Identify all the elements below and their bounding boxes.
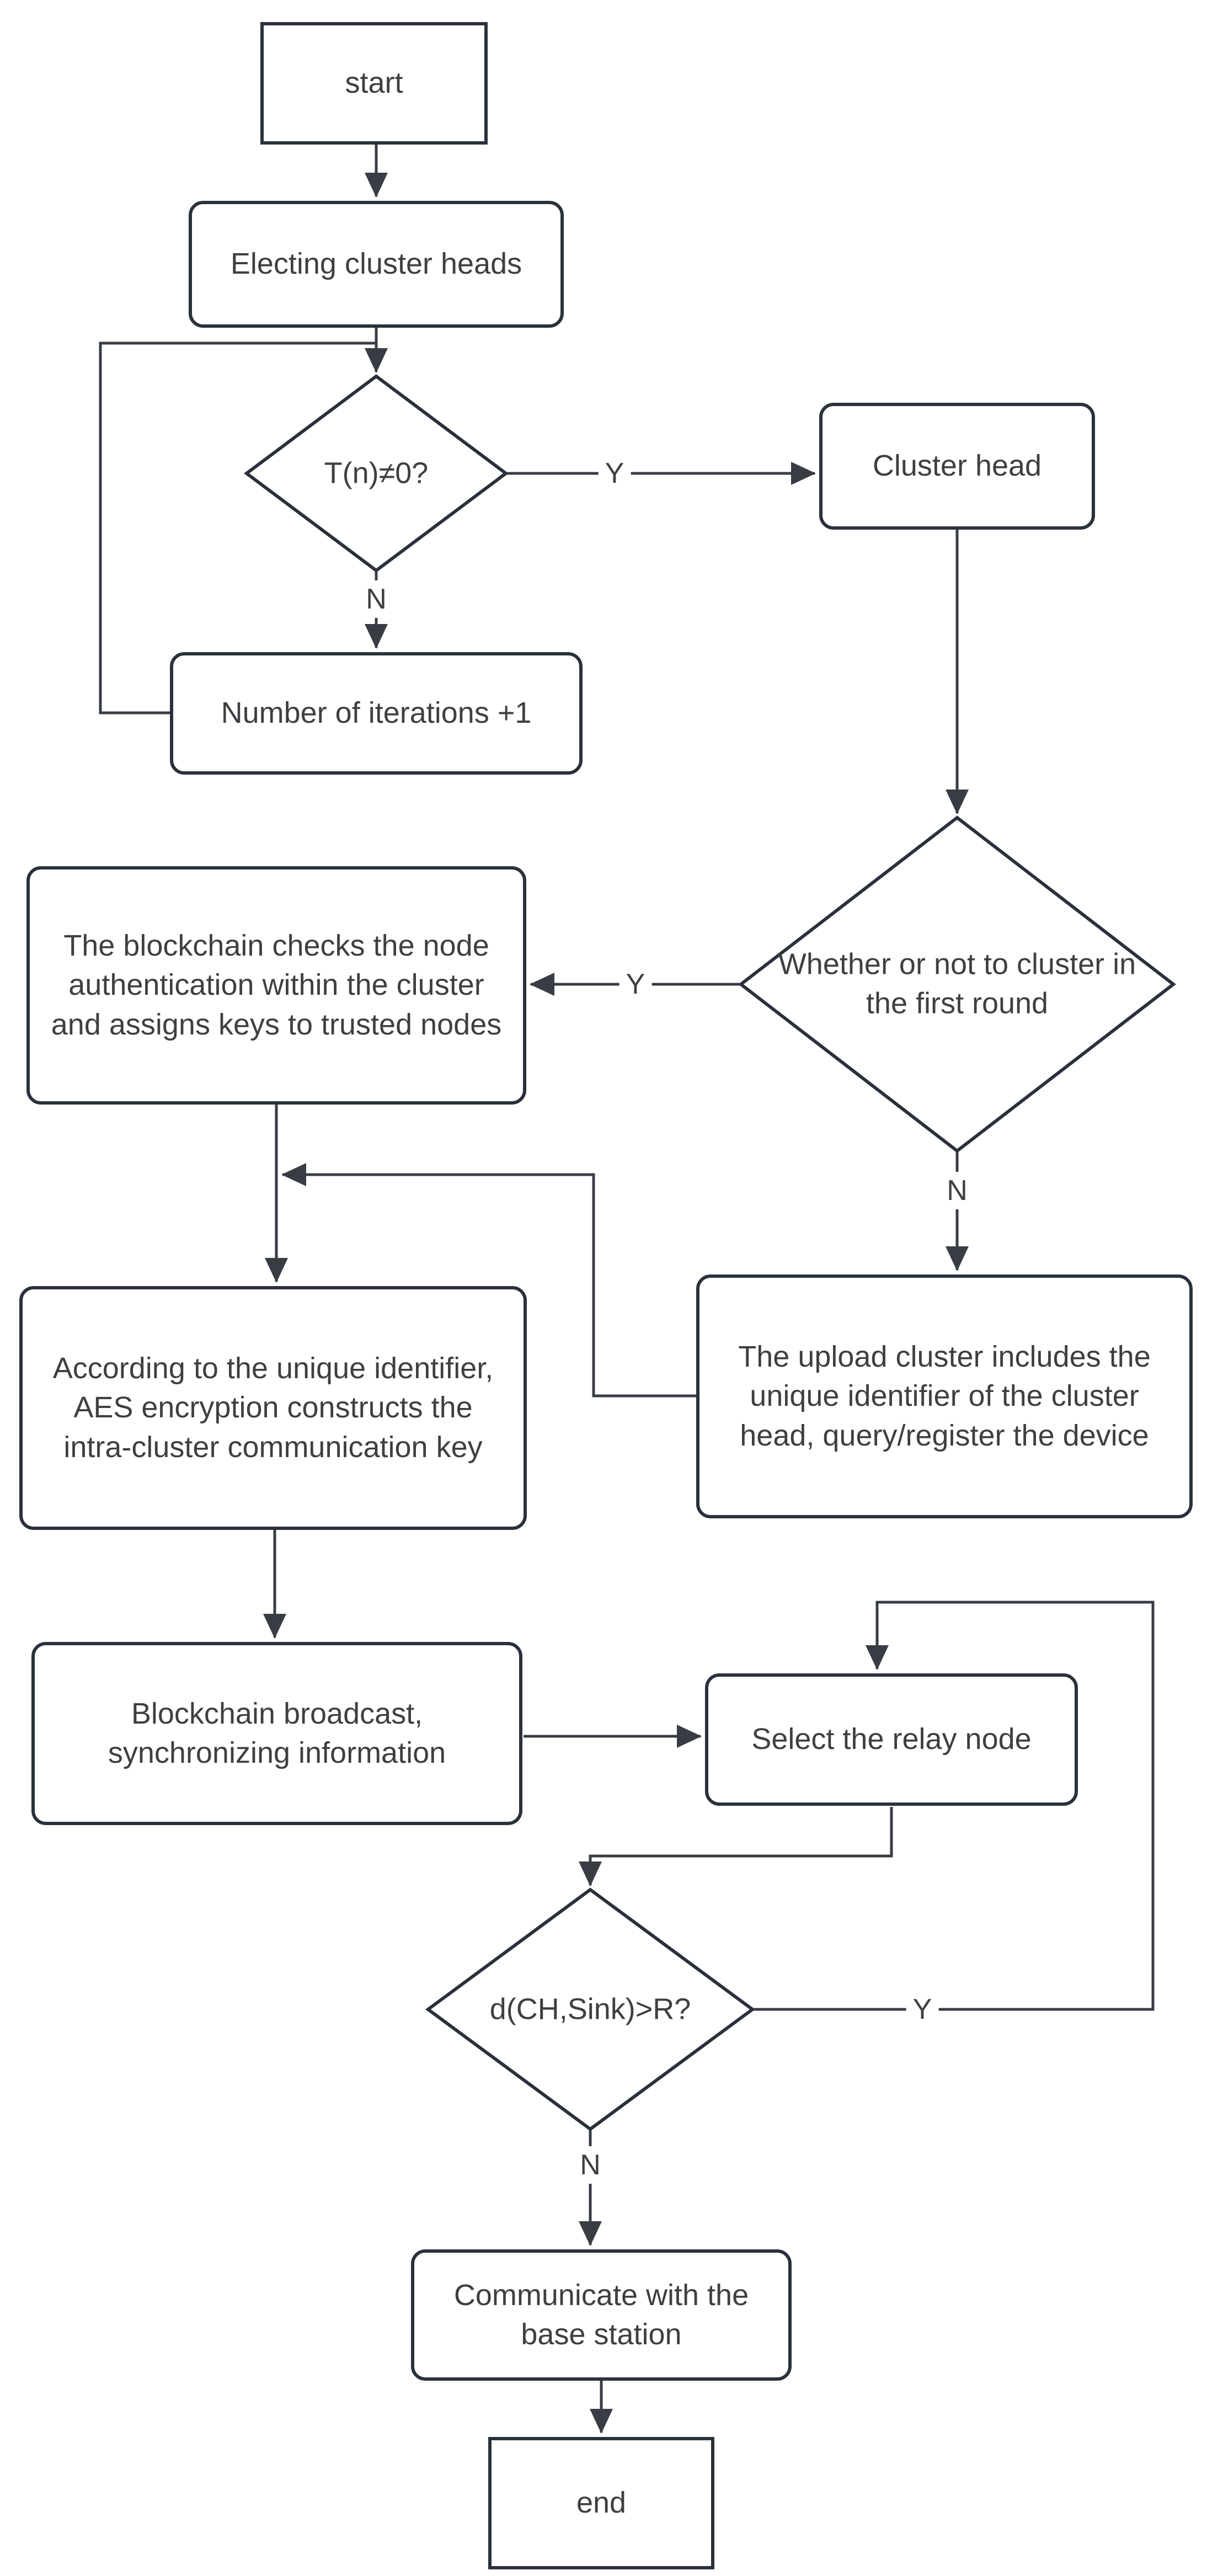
tn-decision-shape [243, 374, 509, 573]
blockchain-checks-node: The blockchain checks the node authentic… [26, 866, 526, 1105]
upload-cluster-node: The upload cluster includes the unique i… [696, 1274, 1193, 1518]
broadcast-node: Blockchain broadcast, synchronizing info… [31, 1642, 522, 1825]
start-node: start [260, 22, 488, 145]
edge-label-distance-yes: Y [906, 1991, 939, 2028]
tn-decision-label: T(n)≠0? [324, 456, 429, 490]
electing-cluster-heads-label: Electing cluster heads [230, 247, 522, 281]
electing-cluster-heads-node: Electing cluster heads [189, 201, 564, 328]
edge-iterations-loop-back [99, 342, 377, 714]
iterations-node: Number of iterations +1 [170, 652, 583, 775]
distance-decision-label: d(CH,Sink)>R? [489, 1992, 691, 2026]
iterations-label: Number of iterations +1 [221, 696, 532, 730]
aes-key-label: According to the unique identifier, AES … [52, 1352, 494, 1464]
edge-label-tn-yes: Y [598, 455, 631, 492]
end-node: end [488, 2437, 714, 2569]
end-label: end [576, 2486, 627, 2520]
communicate-node: Communicate with the base station [411, 2249, 792, 2381]
broadcast-label: Blockchain broadcast, synchronizing info… [108, 1697, 446, 1769]
first-round-decision-label: Whether or not to cluster in the first r… [778, 947, 1136, 1020]
edge-distance-yes-loop-to-select-relay [754, 1601, 1155, 2011]
select-relay-label: Select the relay node [751, 1722, 1032, 1756]
first-round-decision-shape [738, 815, 1176, 1153]
edge-upload-merge-to-aes [281, 1163, 696, 1398]
edge-label-first-round-no: N [940, 1172, 974, 1209]
aes-key-node: According to the unique identifier, AES … [19, 1286, 527, 1530]
cluster-head-label: Cluster head [872, 449, 1042, 483]
distance-decision-shape [425, 1887, 756, 2131]
cluster-head-node: Cluster head [819, 403, 1095, 530]
upload-cluster-label: The upload cluster includes the unique i… [738, 1340, 1151, 1452]
edge-select-relay-to-distance [579, 1807, 893, 1886]
communicate-label: Communicate with the base station [453, 2278, 749, 2351]
start-label: start [345, 66, 403, 100]
edge-label-first-round-yes: Y [619, 966, 652, 1003]
edge-label-distance-no: N [573, 2146, 607, 2184]
blockchain-checks-label: The blockchain checks the node authentic… [51, 929, 502, 1041]
select-relay-node: Select the relay node [705, 1673, 1078, 1806]
edge-label-tn-no: N [359, 580, 393, 618]
